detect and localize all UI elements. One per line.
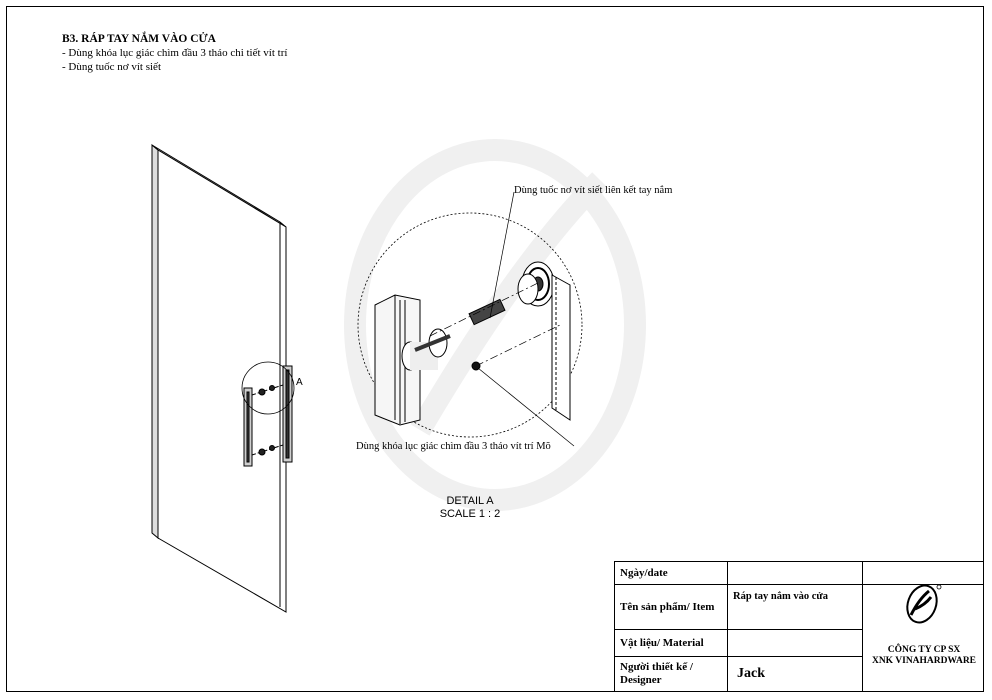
- step-instructions: B3. RÁP TAY NẮM VÀO CỬA - Dùng khóa lục …: [62, 32, 287, 74]
- material-label: Vật liệu/ Material: [614, 629, 728, 657]
- callout-hex-key: Dùng khóa lục giác chìm đầu 3 tháo vít t…: [356, 441, 551, 452]
- detail-caption: DETAIL A SCALE 1 : 2: [410, 495, 530, 521]
- detail-a-boundary: [357, 212, 583, 438]
- door-handle: [243, 365, 293, 467]
- company-name-line1: CÔNG TY CP SX: [887, 645, 961, 655]
- drawing-sheet-border: [6, 6, 984, 692]
- title-block: Ngày/date Tên sản phẩm/ Item Ráp tay nắm…: [614, 561, 984, 692]
- callout-screwdriver: Dùng tuốc nơ vít siết liên kết tay nắm: [514, 185, 673, 196]
- door-panel: [151, 143, 287, 613]
- item-value: Ráp tay nắm vào cửa: [727, 584, 863, 630]
- designer-label: Người thiết kế / Designer: [614, 656, 728, 692]
- designer-value: Jack: [727, 656, 863, 692]
- detail-title: DETAIL A: [446, 495, 494, 507]
- step-line-2: - Dùng tuốc nơ vít siết: [62, 61, 161, 73]
- company-logo-icon: [906, 584, 942, 624]
- company-name-line2: XNK VINAHARDWARE: [871, 656, 977, 666]
- callout-leaders: [477, 191, 575, 447]
- date-value: [727, 561, 863, 585]
- company-name: CÔNG TY CP SX XNK VINAHARDWARE: [863, 645, 985, 667]
- date-label: Ngày/date: [614, 561, 728, 585]
- detail-a-content: [374, 261, 571, 426]
- item-label: Tên sản phẩm/ Item: [614, 584, 728, 630]
- watermark-logo: [344, 139, 646, 511]
- step-line-1: - Dùng khóa lục giác chìm đầu 3 tháo chi…: [62, 47, 288, 59]
- material-value: [727, 629, 863, 657]
- step-title: B3. RÁP TAY NẮM VÀO CỬA: [62, 33, 216, 45]
- detail-scale: SCALE 1 : 2: [439, 508, 501, 520]
- detail-marker-circle: [241, 361, 295, 415]
- detail-marker-letter: A: [296, 377, 303, 388]
- company-cell: CÔNG TY CP SX XNK VINAHARDWARE: [862, 561, 984, 692]
